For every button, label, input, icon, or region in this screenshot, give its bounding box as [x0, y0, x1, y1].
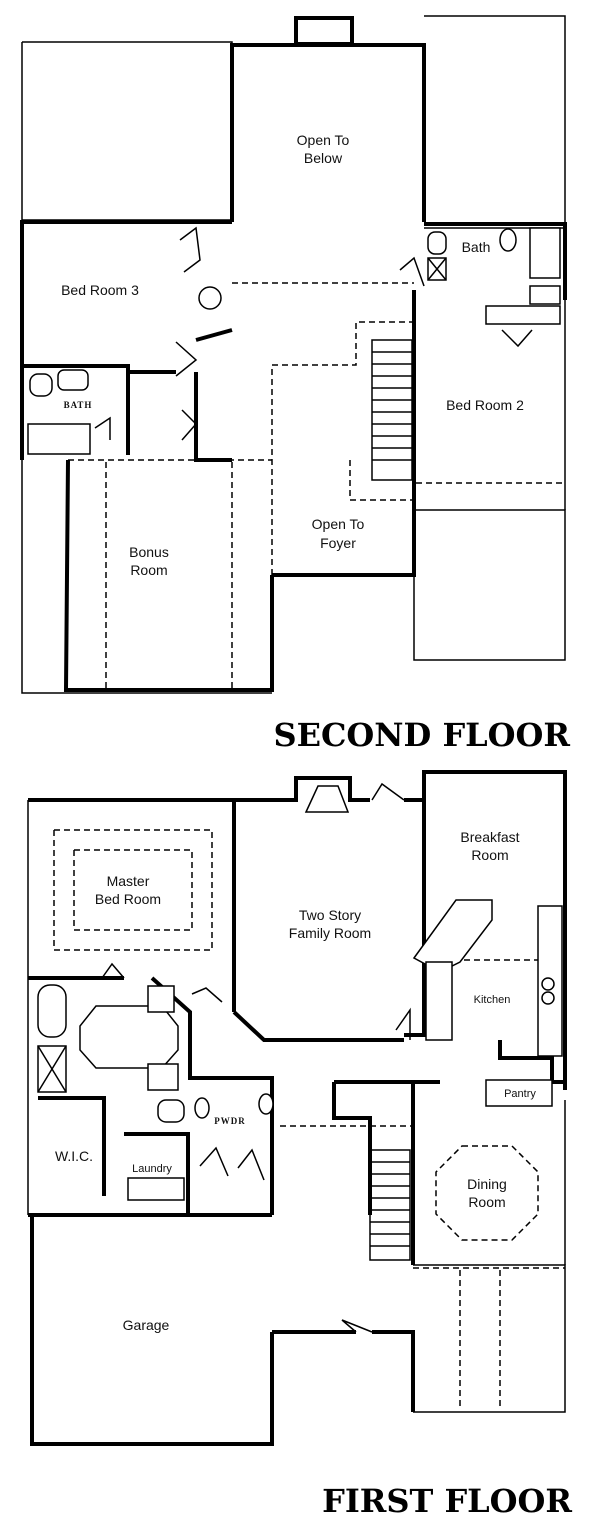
open-to-below-label-line2: Below [304, 150, 343, 166]
dining-room-label-line2: Room [468, 1194, 505, 1210]
bed-room-3-label: Bed Room 3 [61, 282, 139, 298]
second-floor-outlines [21, 15, 566, 694]
pwdr-label: PWDR [214, 1116, 246, 1126]
first-floor-dashed-lines [53, 829, 565, 1410]
first-floor-fixtures [37, 785, 563, 1201]
bath-small-label: BATH [64, 400, 93, 410]
laundry-label: Laundry [132, 1163, 172, 1175]
family-room-label-line1: Two Story [299, 907, 361, 923]
kitchen-label: Kitchen [474, 994, 511, 1006]
second-floor-plan: Open To Below Bed Room 3 Bath BATH Bed R… [20, 15, 570, 754]
breakfast-room-label-line1: Breakfast [460, 829, 519, 845]
bonus-room-label-line2: Room [130, 562, 167, 578]
second-floor-doors [94, 226, 533, 441]
bed-room-2-label: Bed Room 2 [446, 397, 524, 413]
bonus-room-label-line1: Bonus [129, 544, 169, 560]
first-floor-doors [101, 782, 411, 1333]
second-floor-heading: SECOND FLOOR [273, 716, 570, 754]
first-floor-outlines [27, 800, 566, 1413]
bath-label: Bath [462, 239, 491, 255]
dining-room-label-line1: Dining [467, 1176, 507, 1192]
second-floor-fixtures [27, 227, 561, 455]
first-floor-stair [369, 1149, 411, 1261]
open-to-foyer-label-line2: Foyer [320, 535, 356, 551]
open-to-foyer-label-line1: Open To [312, 516, 365, 532]
second-floor-walls [20, 16, 567, 692]
garage-label: Garage [123, 1317, 170, 1333]
first-floor-plan: Breakfast Room Master Bed Room Two Story… [27, 770, 572, 1520]
open-to-below-label-line1: Open To [297, 132, 350, 148]
wic-label: W.I.C. [55, 1148, 93, 1164]
family-room-label-line2: Family Room [289, 925, 371, 941]
breakfast-room-label-line2: Room [471, 847, 508, 863]
master-bed-room-label-line1: Master [107, 873, 150, 889]
second-floor-dashed-lines [68, 282, 565, 688]
master-bed-room-label-line2: Bed Room [95, 891, 161, 907]
second-floor-stair [371, 339, 413, 481]
first-floor-heading: FIRST FLOOR [322, 1482, 572, 1520]
pantry-label: Pantry [504, 1088, 536, 1100]
